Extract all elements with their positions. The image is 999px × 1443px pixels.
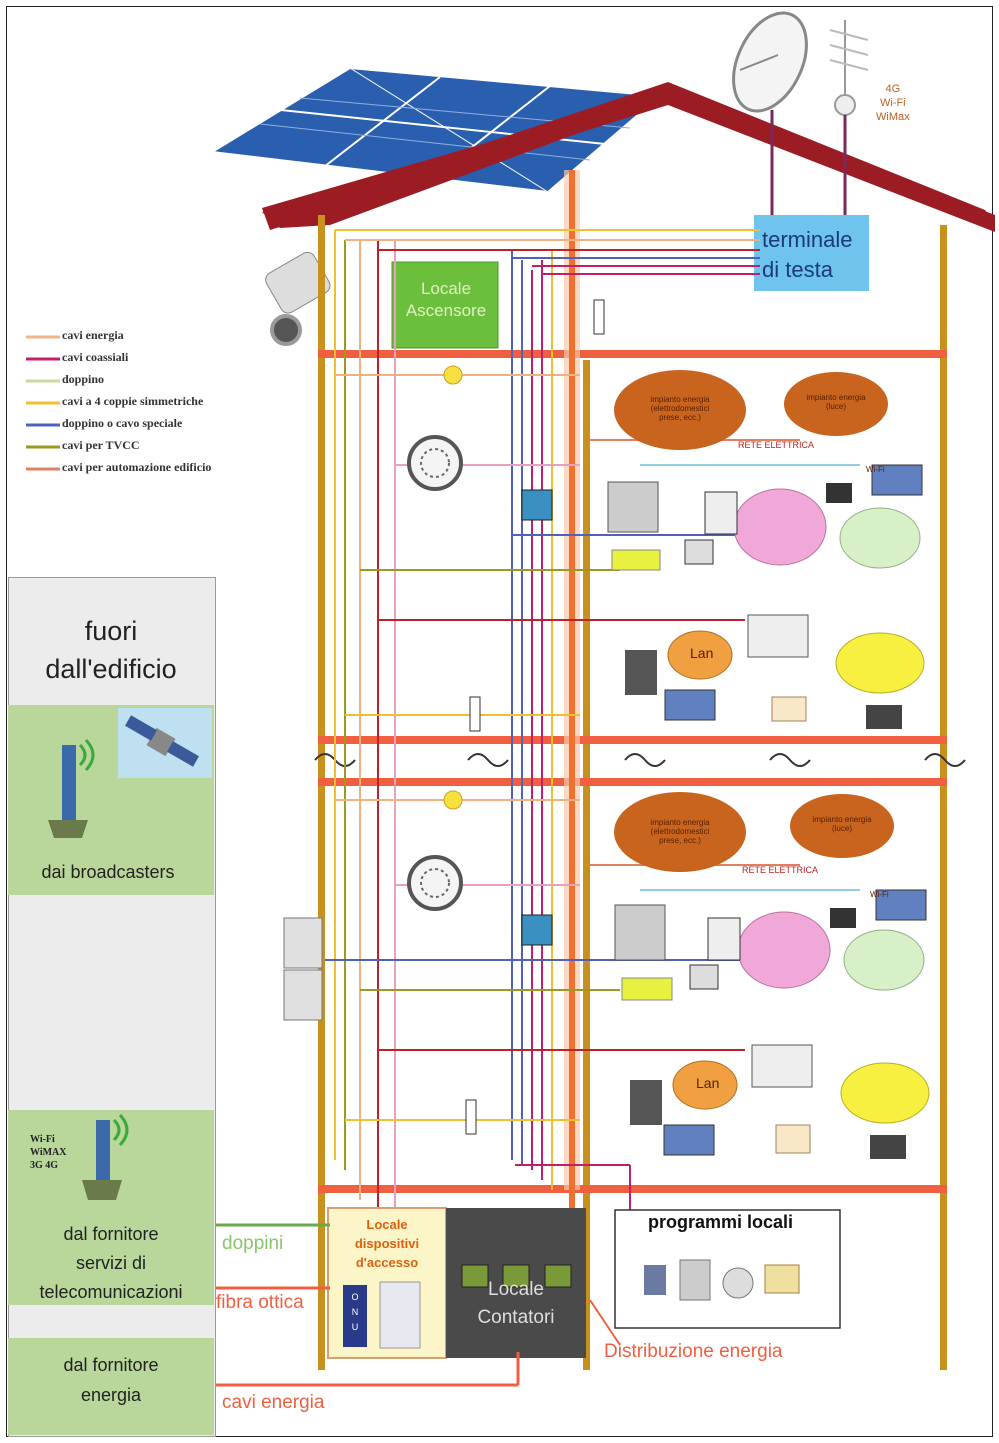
socket-icon xyxy=(593,299,605,335)
socket-icon xyxy=(469,696,481,732)
legend-item: doppino o cavo speciale xyxy=(62,416,183,430)
energy-section xyxy=(8,1338,214,1435)
distribution-box xyxy=(521,489,553,521)
onu-device xyxy=(343,1285,367,1347)
legend-swatches xyxy=(26,335,60,471)
onu-label: O N U xyxy=(351,1292,359,1332)
cloud-home-automation xyxy=(733,488,827,566)
legend-item: cavi energia xyxy=(62,328,124,342)
lan-label: Lan xyxy=(690,645,714,661)
solar-panel-icon xyxy=(209,66,663,194)
intercom-icon xyxy=(283,917,323,969)
lamp-icon xyxy=(443,365,463,385)
devices-upper xyxy=(607,464,923,729)
network-label: RETE ELETTRICA xyxy=(738,440,815,450)
socket-icon xyxy=(465,1099,477,1135)
local-programs-label: programmi locali xyxy=(648,1212,794,1232)
devices-lower xyxy=(614,889,927,1159)
cloud-energy-appliances xyxy=(614,792,746,872)
cloud-home-automation xyxy=(737,911,831,989)
local-programs-icons xyxy=(644,1259,800,1301)
break-marks xyxy=(314,753,966,767)
cloud-yellow xyxy=(835,632,925,694)
cavi-energia-label: cavi energia xyxy=(222,1392,325,1413)
broadcasters-label: dai broadcasters xyxy=(41,862,175,882)
cloud-yellow xyxy=(840,1062,930,1124)
elevator-room xyxy=(391,261,499,349)
terminal-box xyxy=(754,215,869,291)
satellite-dish-icon xyxy=(732,11,808,215)
telecom-section xyxy=(8,1110,214,1305)
lan-label: Lan xyxy=(696,1075,720,1091)
cloud-label: impianto energia(luce) xyxy=(806,393,866,411)
wifi-label: Wi-Fi xyxy=(866,465,885,474)
network-label: RETE ELETTRICA xyxy=(742,865,819,875)
cloud-lan xyxy=(672,1060,738,1110)
diagram-frame xyxy=(6,6,993,1437)
fibra-label: fibra ottica xyxy=(216,1292,304,1313)
cloud-energy-lights xyxy=(784,372,888,436)
cloud-green xyxy=(839,507,921,569)
cloud-energy-lights xyxy=(790,794,894,858)
intercom-icon xyxy=(283,969,323,1021)
distribution-box xyxy=(521,914,553,946)
cloud-green xyxy=(843,929,925,991)
distribution-label: Distribuzione energia xyxy=(604,1341,783,1362)
doppini-label: doppini xyxy=(222,1233,284,1254)
cloud-lan xyxy=(667,630,733,680)
fan-icon xyxy=(407,855,463,911)
legend-item: cavi a 4 coppie simmetriche xyxy=(62,394,204,408)
legend-item: cavi coassiali xyxy=(62,350,129,364)
cloud-label: impianto energia(luce) xyxy=(812,815,872,833)
wifi-label: Wi-Fi xyxy=(870,890,889,899)
legend-item: cavi per automazione edificio xyxy=(62,460,212,474)
cloud-energy-appliances xyxy=(614,370,746,450)
antenna-icon xyxy=(829,20,869,215)
legend-item: doppino xyxy=(62,372,105,386)
legend-item: cavi per TVCC xyxy=(62,438,140,452)
lamp-icon xyxy=(443,790,463,810)
fan-icon xyxy=(407,435,463,491)
cctv-camera-icon xyxy=(265,251,331,346)
